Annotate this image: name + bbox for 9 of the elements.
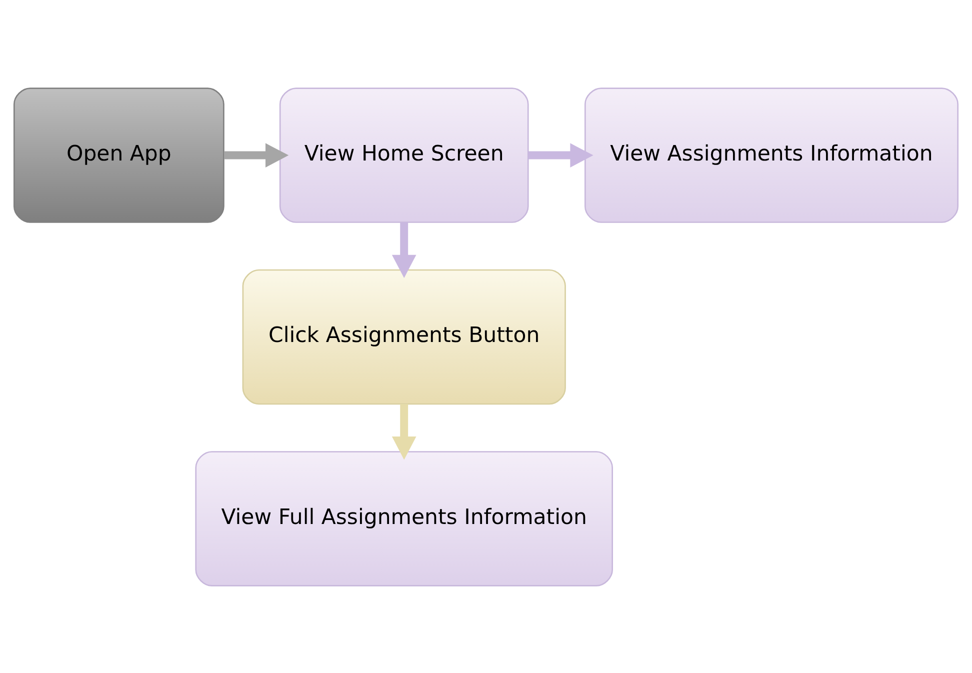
node-box: Click Assignments Button <box>242 268 566 404</box>
node-box: View Home Screen <box>279 87 529 222</box>
arrow <box>528 142 594 167</box>
node-box: Open App <box>13 87 224 222</box>
node-box: View Full Assignments Information <box>195 450 613 586</box>
arrow <box>392 222 416 278</box>
arrow <box>392 403 416 460</box>
arrow <box>224 142 289 167</box>
node-box: View Assignments Information <box>584 87 959 222</box>
